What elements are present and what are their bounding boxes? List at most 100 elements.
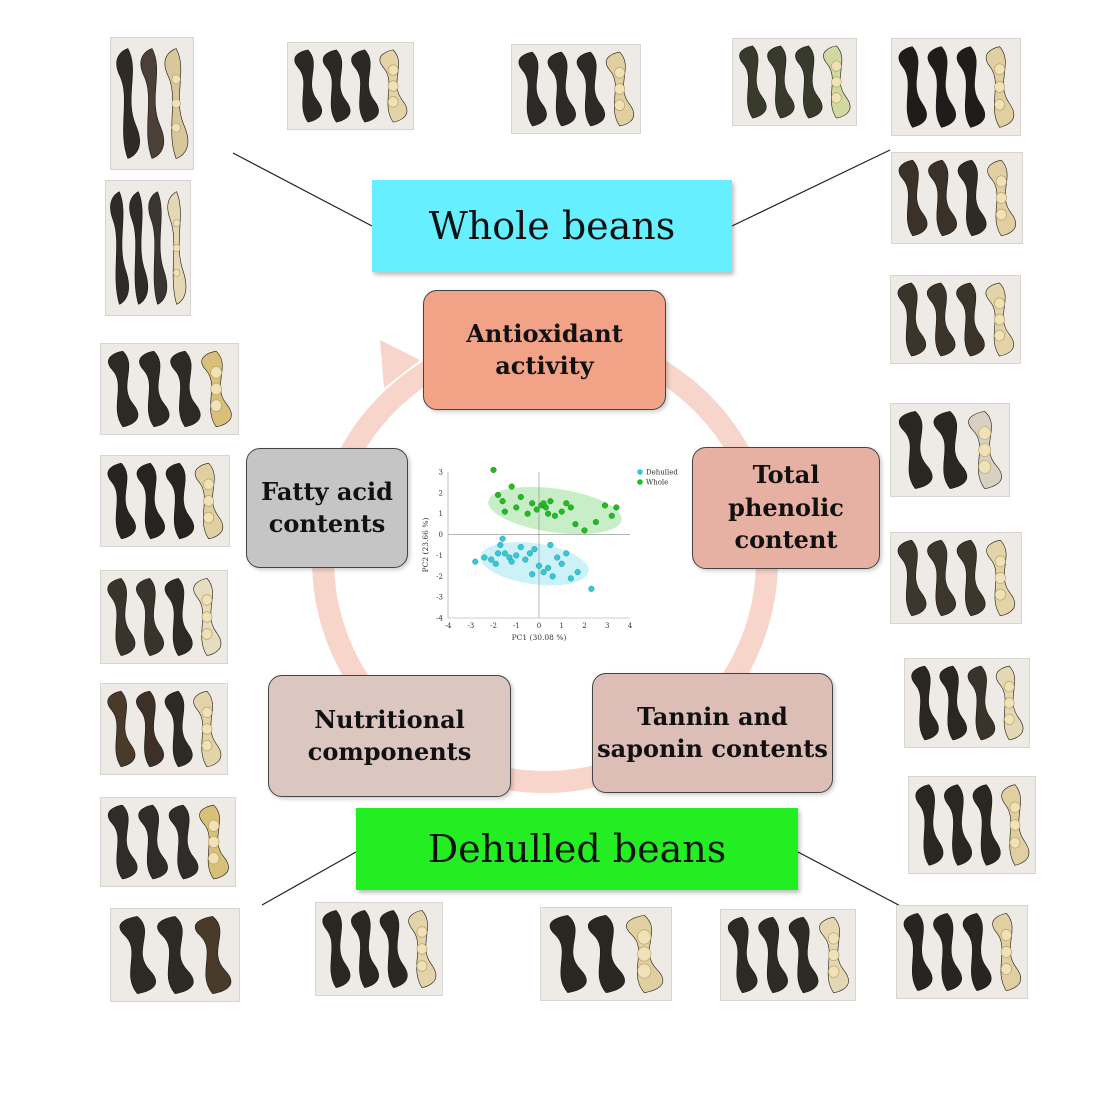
bean-photo [105, 180, 191, 316]
bean-seed [994, 555, 1006, 568]
x-tick-label: 2 [582, 622, 586, 630]
bean-pods-image [107, 690, 222, 768]
bean-pod [549, 915, 587, 993]
bean-pod [972, 784, 1001, 866]
bean-pod [576, 51, 606, 127]
bean-photo [511, 44, 641, 134]
bean-pod [898, 159, 928, 237]
x-tick-label: 0 [537, 622, 541, 630]
bean-pod [758, 916, 788, 994]
legend-marker [637, 469, 643, 475]
whole-point [545, 510, 552, 517]
bean-seed [1009, 819, 1021, 831]
whole-beans-label: Whole beans [428, 204, 676, 248]
dehulled-point [545, 564, 552, 571]
dehulled-point [547, 541, 554, 549]
bean-pod [939, 665, 967, 741]
bean-pod [379, 910, 408, 988]
bean-pods-image [903, 913, 1022, 991]
bean-pods-image [119, 916, 232, 994]
dehulled-point [567, 575, 574, 582]
whole-point [581, 527, 588, 534]
bean-seed [387, 80, 399, 92]
bean-pod [767, 45, 795, 119]
bean-photo [890, 532, 1022, 624]
bean-seed [416, 960, 428, 972]
bean-photo [315, 902, 443, 996]
bean-pod [107, 578, 136, 656]
bean-pods-image [549, 915, 664, 993]
bean-seed [1009, 801, 1021, 813]
dehulled-point [497, 541, 504, 549]
bean-seed [831, 60, 842, 72]
connector-dehulled-left [261, 851, 357, 906]
bean-pod [739, 45, 767, 119]
whole-point [551, 512, 558, 519]
dehulled-point [574, 569, 581, 576]
bean-seed [208, 852, 220, 865]
bean-pod [898, 411, 933, 489]
bean-seed [978, 443, 992, 457]
bean-pods-image [898, 46, 1015, 128]
whole-point [490, 466, 497, 473]
bean-pods-image [915, 784, 1030, 866]
y-tick-label: 2 [439, 489, 443, 497]
y-tick-label: -1 [436, 552, 443, 560]
bean-pod [139, 350, 170, 428]
bean-photo [720, 909, 856, 1001]
bean-seed [201, 628, 213, 640]
bean-pod [136, 462, 165, 540]
whole-point [608, 512, 615, 519]
bean-pod [129, 191, 149, 305]
x-axis-label: PC1 (30.08 %) [512, 633, 567, 642]
bean-pod [928, 159, 957, 237]
bean-seed [208, 836, 220, 848]
bean-pod [927, 46, 956, 128]
whole-point [613, 504, 620, 511]
bean-photo [100, 455, 230, 547]
dehulled-point [499, 535, 506, 542]
bean-seed [1004, 713, 1015, 725]
tannin-saponin-contents-box: Tannin and saponin contents [592, 673, 833, 793]
whole-point [558, 508, 565, 515]
bean-photo [890, 403, 1010, 497]
bean-pod [967, 665, 996, 741]
bean-seed [203, 495, 215, 507]
bean-seed [1004, 697, 1015, 709]
bean-seed [995, 175, 1007, 188]
legend-marker [637, 479, 643, 485]
bean-pods-image [322, 910, 437, 988]
y-axis-label: PC2 (23.66 %) [421, 518, 430, 573]
bean-pod [897, 282, 927, 357]
bean-pod [164, 578, 193, 656]
bean-pod [165, 462, 195, 540]
bean-pod [795, 45, 823, 119]
bean-photo [110, 37, 194, 170]
fatty-acid-contents-box: Fatty acid contents [246, 448, 408, 568]
bean-seed [201, 706, 213, 719]
y-tick-label: 1 [439, 510, 443, 518]
bean-seed [210, 399, 222, 412]
x-tick-label: 1 [560, 622, 564, 630]
bean-pod [956, 282, 985, 357]
bean-seed [387, 96, 399, 108]
bean-pod [148, 191, 168, 305]
bean-photo [100, 683, 228, 775]
bean-seed [995, 208, 1007, 221]
bean-seed [416, 926, 428, 938]
bean-pod [903, 913, 933, 991]
dehulled-point [481, 554, 488, 561]
dehulled-point [540, 569, 547, 576]
bean-photo [904, 658, 1030, 748]
whole-point [533, 506, 540, 513]
x-tick-label: -3 [467, 622, 474, 630]
dehulled-point [508, 558, 515, 565]
bean-seed [1000, 946, 1012, 958]
whole-point [524, 510, 531, 517]
dehulled-point [549, 573, 556, 580]
bean-pods-image [911, 665, 1024, 741]
x-tick-label: -1 [513, 622, 520, 630]
bean-photo [908, 776, 1036, 874]
whole-beans-banner: Whole beans [372, 180, 732, 272]
dehulled-point [492, 560, 499, 567]
